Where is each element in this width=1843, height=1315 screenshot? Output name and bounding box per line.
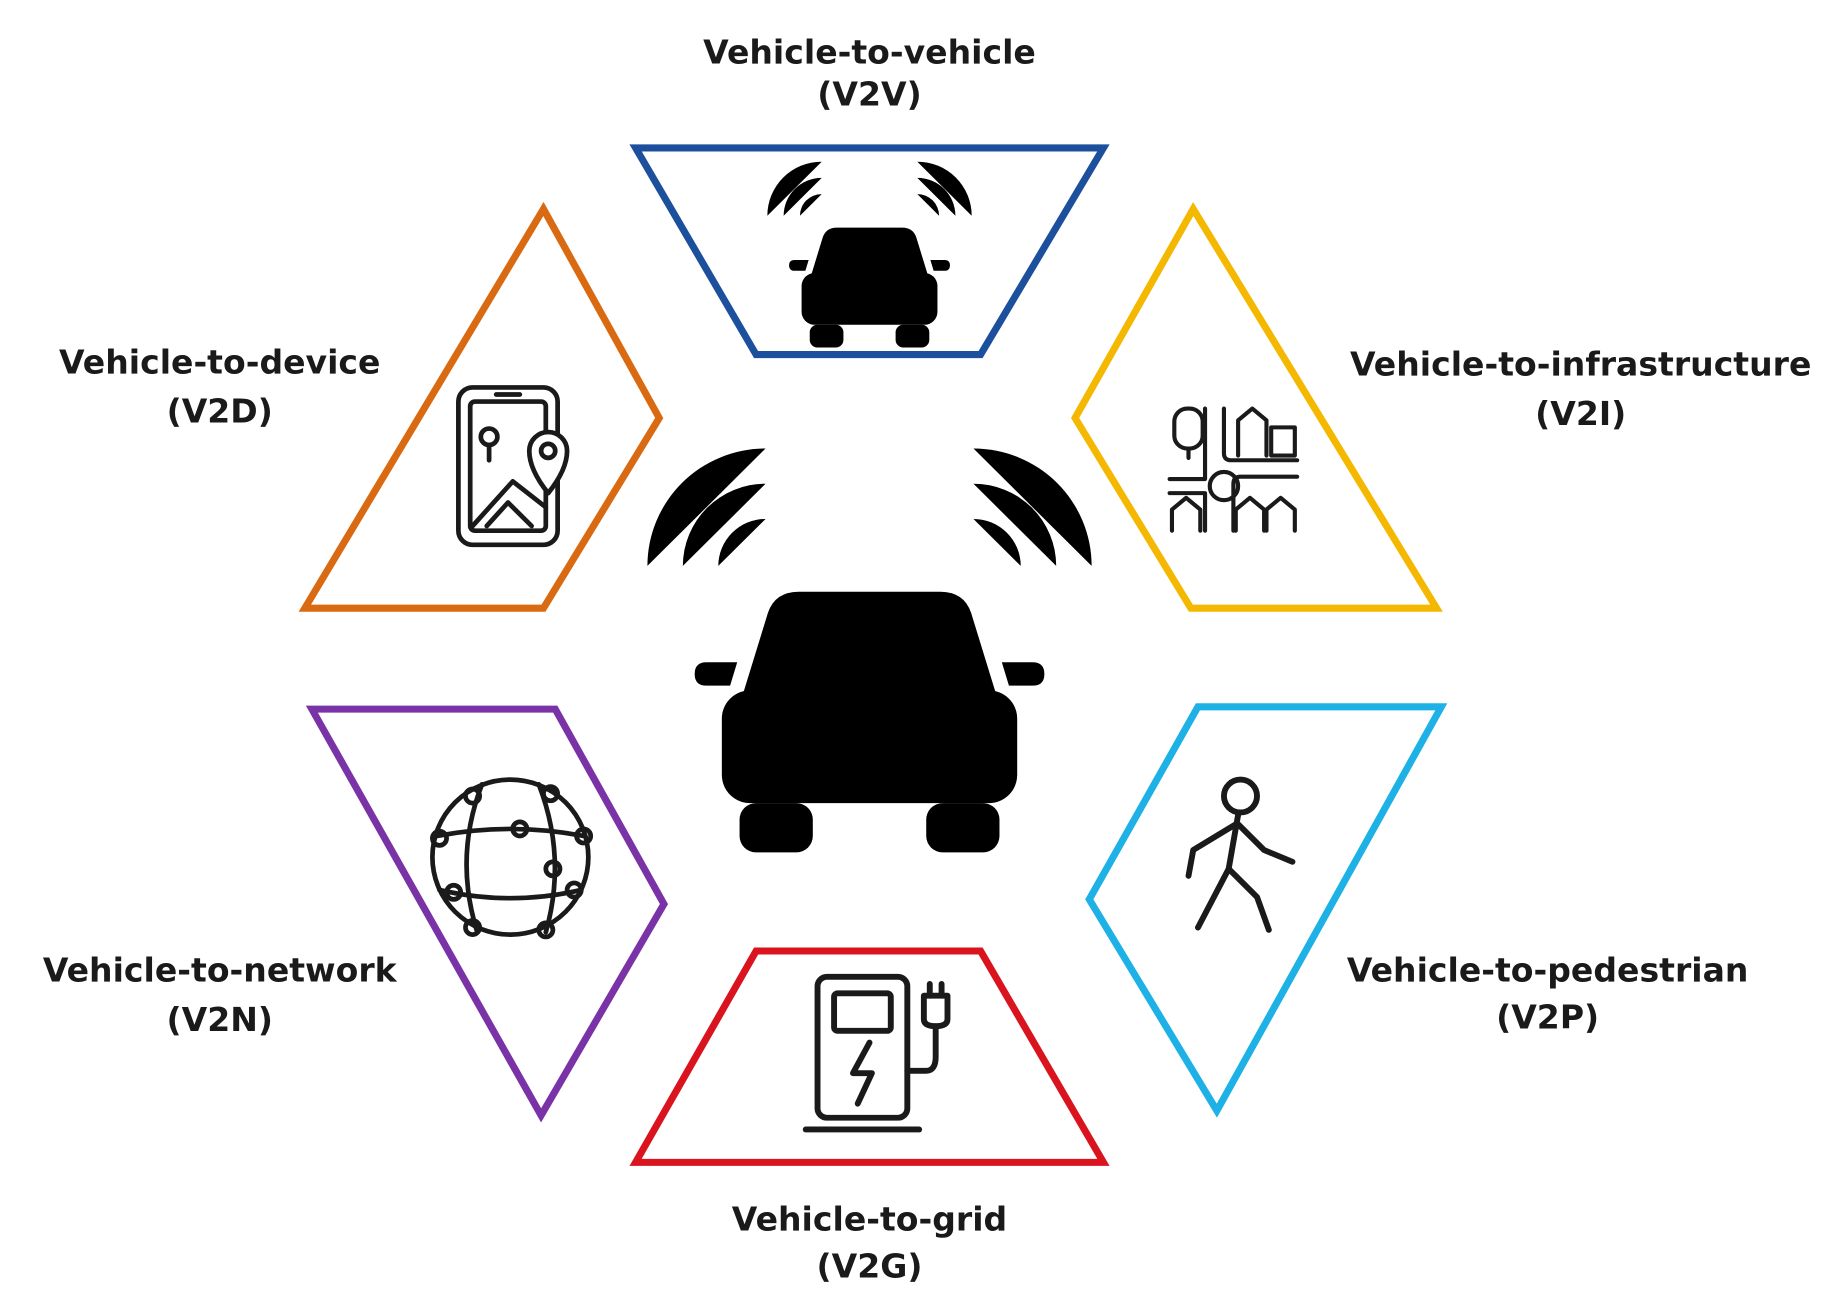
panel-v2g: Vehicle-to-grid (V2G) — [629, 947, 1110, 1286]
city-roads-icon — [1167, 406, 1300, 533]
v2p-label-line1: Vehicle-to-pedestrian — [1347, 951, 1749, 990]
panel-v2p: Vehicle-to-pedestrian (V2P) — [1085, 703, 1749, 1118]
v2i-label-line1: Vehicle-to-infrastructure — [1350, 345, 1811, 384]
pedestrian-icon — [1185, 776, 1296, 933]
v2p-label-line2: (V2P) — [1496, 998, 1599, 1037]
v2p-frame — [1085, 703, 1448, 1118]
v2v-car-icon — [767, 161, 972, 348]
network-globe-icon — [430, 777, 594, 940]
v2d-label-line2: (V2D) — [167, 392, 273, 431]
panel-v2n: Vehicle-to-network (V2N) — [43, 705, 669, 1123]
charging-station-icon — [802, 973, 951, 1133]
panel-v2d: Vehicle-to-device (V2D) — [59, 201, 664, 612]
v2n-frame — [305, 705, 669, 1123]
phone-location-icon — [456, 385, 570, 548]
v2n-label-line2: (V2N) — [166, 1000, 273, 1039]
v2i-frame — [1070, 202, 1443, 612]
hub-car-icon — [647, 448, 1092, 853]
v2g-label-line1: Vehicle-to-grid — [732, 1200, 1007, 1239]
v2i-label-line2: (V2I) — [1535, 394, 1626, 433]
v2d-label-line1: Vehicle-to-device — [59, 342, 380, 381]
v2v-frame — [629, 144, 1110, 359]
panel-v2v: Vehicle-to-vehicle (V2V) — [629, 32, 1110, 359]
v2v-label-line2: (V2V) — [817, 75, 921, 114]
v2g-frame — [629, 947, 1110, 1166]
v2d-frame — [298, 201, 664, 612]
v2n-label-line1: Vehicle-to-network — [43, 951, 398, 990]
v2g-label-line2: (V2G) — [817, 1247, 923, 1286]
panel-v2i: Vehicle-to-infrastructure (V2I) — [1070, 202, 1811, 612]
v2v-label-line1: Vehicle-to-vehicle — [703, 32, 1036, 71]
